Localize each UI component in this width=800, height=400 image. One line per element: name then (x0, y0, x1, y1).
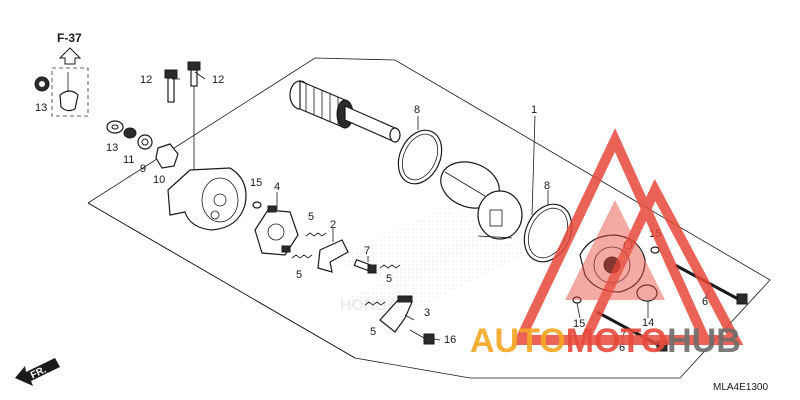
armature (289, 80, 401, 143)
part-12-bolt-a (164, 69, 178, 103)
front-arrow-icon (15, 358, 60, 386)
part-9-oring (137, 134, 153, 150)
callout-13a: 13 (35, 102, 47, 114)
part-11-washer (123, 127, 137, 139)
part-16-bolt (409, 329, 435, 345)
callout-15a: 15 (250, 177, 262, 189)
front-cover (167, 167, 247, 231)
callout-10: 10 (153, 174, 165, 186)
callout-1: 1 (531, 104, 537, 116)
svg-text:HONDA: HONDA (340, 297, 399, 314)
callout-12a: 12 (140, 74, 152, 86)
callout-9: 9 (140, 163, 146, 175)
callout-8b: 8 (544, 180, 550, 192)
part-3-terminal (379, 295, 413, 333)
reference-label: F-37 (57, 31, 82, 45)
callout-5d: 5 (370, 326, 376, 338)
part-5-spring-a (305, 232, 327, 237)
callout-15c: 15 (573, 318, 585, 330)
part-12-bolt-b (187, 61, 201, 175)
callout-7: 7 (364, 245, 370, 257)
part-15-washer-left (252, 201, 262, 209)
reference-f37: F-37 (51, 31, 89, 117)
diagram-code: MLA4E1300 (713, 382, 768, 393)
part-8-oring-upper (397, 129, 443, 185)
callout-5c: 5 (386, 273, 392, 285)
part-5-spring-d (364, 301, 386, 306)
watermark-part-moto: MOTO (566, 322, 667, 360)
cable-terminal (59, 72, 79, 112)
callout-11: 11 (123, 154, 134, 166)
callout-16: 16 (444, 334, 456, 346)
callout-8a: 8 (414, 104, 420, 116)
callout-2: 2 (330, 219, 336, 231)
callout-14: 14 (642, 317, 654, 329)
part-5-spring-b (291, 254, 313, 259)
part-7-bolt (353, 259, 377, 274)
part-13-washer (106, 120, 124, 134)
part-10-bushing (155, 143, 179, 169)
up-arrow-icon (58, 47, 82, 65)
callout-5b: 5 (296, 269, 302, 281)
part-5-spring-c (379, 264, 401, 269)
callout-3: 3 (424, 307, 430, 319)
callout-13b: 13 (106, 142, 118, 154)
watermark-part-auto: AUTO (470, 322, 566, 360)
callout-4: 4 (274, 181, 280, 193)
part-15-washer-right-a (650, 246, 660, 254)
watermark-text: AUTOMOTOHUB (470, 322, 741, 360)
callout-12b: 12 (212, 74, 224, 86)
honda-logo-mark: HONDA (330, 200, 530, 315)
callout-5a: 5 (308, 211, 314, 223)
callout-6a: 6 (702, 296, 708, 308)
callout-6b: 6 (619, 342, 625, 354)
part-14-oring (636, 284, 658, 302)
part-4-brush-holder (254, 205, 299, 256)
watermark-part-hub: HUB (667, 322, 741, 360)
callout-labels: 1 2 3 4 5 5 5 5 6 6 7 8 8 9 10 11 12 12 … (35, 74, 708, 354)
front-direction-arrow: FR. (15, 358, 60, 386)
part-13-nut (34, 76, 50, 92)
watermark-logo-mark (512, 128, 744, 345)
motor-case (440, 161, 523, 240)
part-2-terminal (317, 239, 349, 273)
